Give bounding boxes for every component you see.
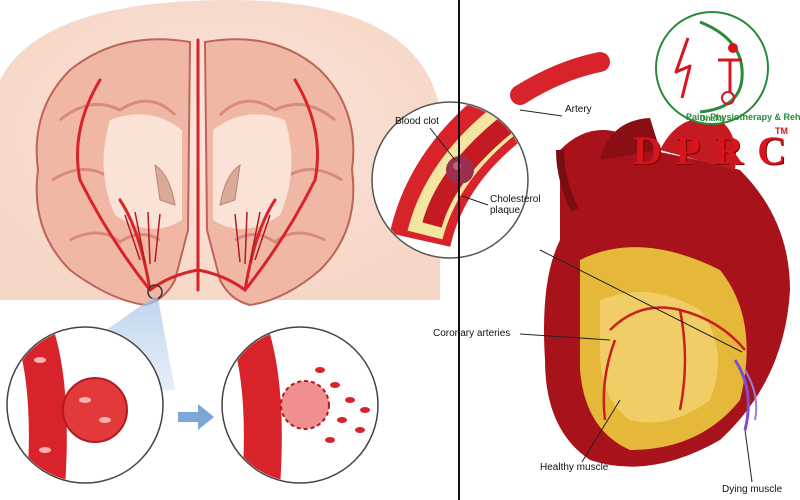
dying-muscle-label: Dying muscle [722,484,783,495]
aneurysm-zoom [6,326,164,484]
cholesterol-plaque-label: Cholesterol plaque [490,194,541,216]
rupture-zoom [221,326,379,484]
logo-letters: DPRC [633,128,800,173]
coronary-arteries-label: Coronary arteries [433,328,511,339]
cholesterol-label-line1: Cholesterol [490,194,541,205]
logo-city: Dhaka [700,114,725,123]
panel-divider [458,0,460,500]
blood-clot-label: Blood clot [395,116,439,127]
arrow-right-icon [178,404,214,430]
logo-trademark: TM [775,126,788,136]
artery-label: Artery [565,104,592,115]
logo-arc-text: Pain, Physiotherapy & Rehabilitation Cen… [686,112,800,122]
healthy-muscle-label: Healthy muscle [540,462,609,473]
cholesterol-label-line2: plaque [490,205,521,216]
dprc-logo: Pain, Physiotherapy & Rehabilitation Cen… [655,11,800,125]
